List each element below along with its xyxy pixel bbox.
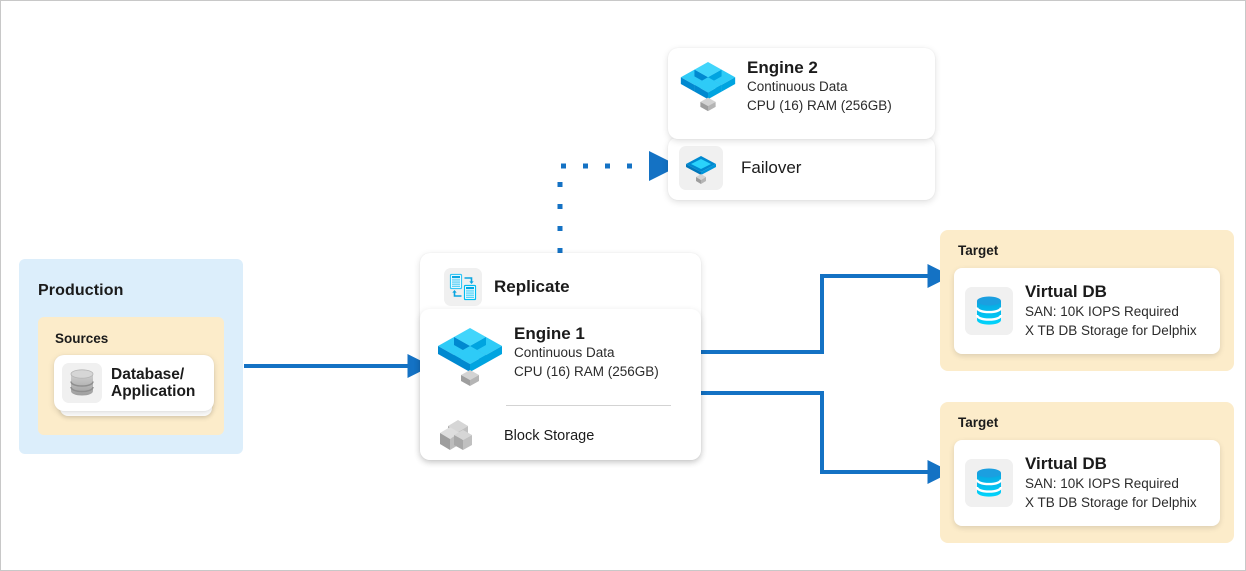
engine2-spec-1: CPU (16) RAM (256GB) bbox=[747, 97, 892, 113]
virtual-db-icon bbox=[965, 459, 1013, 507]
production-title: Production bbox=[38, 282, 124, 299]
engine2-card[interactable]: Engine 2 Continuous Data CPU (16) RAM (2… bbox=[668, 48, 935, 139]
engine1-divider bbox=[506, 405, 671, 406]
engine1-main: Engine 1 Continuous Data CPU (16) RAM (2… bbox=[434, 321, 659, 387]
engine-cubes-icon bbox=[434, 321, 506, 387]
engine1-card[interactable]: Engine 1 Continuous Data CPU (16) RAM (2… bbox=[420, 309, 701, 460]
target-group-2: Target Virtual DB bbox=[940, 402, 1234, 543]
target-group-1: Target Virtual DB bbox=[940, 230, 1234, 371]
production-group: Production Sources bbox=[19, 259, 243, 454]
failover-label: Failover bbox=[741, 158, 802, 177]
engine2-text: Engine 2 Continuous Data CPU (16) RAM (2… bbox=[747, 56, 892, 115]
virtual-db-title: Virtual DB bbox=[1025, 453, 1107, 473]
virtual-db-text: Virtual DB SAN: 10K IOPS Required X TB D… bbox=[1025, 282, 1197, 340]
virtual-db-spec-1: X TB DB Storage for Delphix bbox=[1025, 322, 1197, 338]
block-storage-row: Block Storage bbox=[436, 417, 594, 455]
target-title: Target bbox=[958, 243, 999, 258]
engine1-container: Replicate bbox=[420, 253, 701, 460]
engine-cubes-icon bbox=[677, 56, 739, 112]
virtual-db-icon bbox=[965, 287, 1013, 335]
virtual-db-card[interactable]: Virtual DB SAN: 10K IOPS Required X TB D… bbox=[954, 440, 1220, 526]
engine1-spec-1: CPU (16) RAM (256GB) bbox=[514, 363, 659, 379]
replicate-row[interactable]: Replicate bbox=[444, 268, 570, 306]
virtual-db-spec-0: SAN: 10K IOPS Required bbox=[1025, 303, 1179, 319]
source-card-database-application[interactable]: Database/ Application bbox=[54, 355, 214, 411]
engine2-title: Engine 2 bbox=[747, 58, 818, 77]
replicate-label: Replicate bbox=[494, 277, 570, 296]
connector-engine1-to-target-1 bbox=[701, 264, 952, 354]
replicate-icon bbox=[444, 268, 482, 306]
failover-diamond-icon bbox=[679, 146, 723, 190]
virtual-db-title: Virtual DB bbox=[1025, 281, 1107, 301]
engine1-text: Engine 1 Continuous Data CPU (16) RAM (2… bbox=[514, 321, 659, 387]
engine1-spec-0: Continuous Data bbox=[514, 345, 615, 360]
connector-engine1-to-failover bbox=[557, 151, 680, 253]
engine2-spec-0: Continuous Data bbox=[747, 79, 848, 94]
database-gray-icon bbox=[62, 363, 102, 403]
engine2-main: Engine 2 Continuous Data CPU (16) RAM (2… bbox=[677, 56, 892, 115]
failover-row[interactable]: Failover bbox=[679, 146, 801, 190]
block-storage-label: Block Storage bbox=[504, 428, 595, 444]
source-card-label: Database/ Application bbox=[111, 365, 196, 401]
sources-group: Sources bbox=[38, 317, 224, 435]
block-storage-icon bbox=[436, 417, 498, 455]
failover-container: Failover bbox=[668, 137, 935, 200]
engine1-title: Engine 1 bbox=[514, 324, 585, 343]
virtual-db-spec-0: SAN: 10K IOPS Required bbox=[1025, 475, 1179, 491]
connector-engine1-to-target-2 bbox=[701, 391, 952, 484]
sources-title: Sources bbox=[55, 331, 109, 346]
virtual-db-text: Virtual DB SAN: 10K IOPS Required X TB D… bbox=[1025, 454, 1197, 512]
virtual-db-spec-1: X TB DB Storage for Delphix bbox=[1025, 494, 1197, 510]
target-title: Target bbox=[958, 415, 999, 430]
virtual-db-card[interactable]: Virtual DB SAN: 10K IOPS Required X TB D… bbox=[954, 268, 1220, 354]
